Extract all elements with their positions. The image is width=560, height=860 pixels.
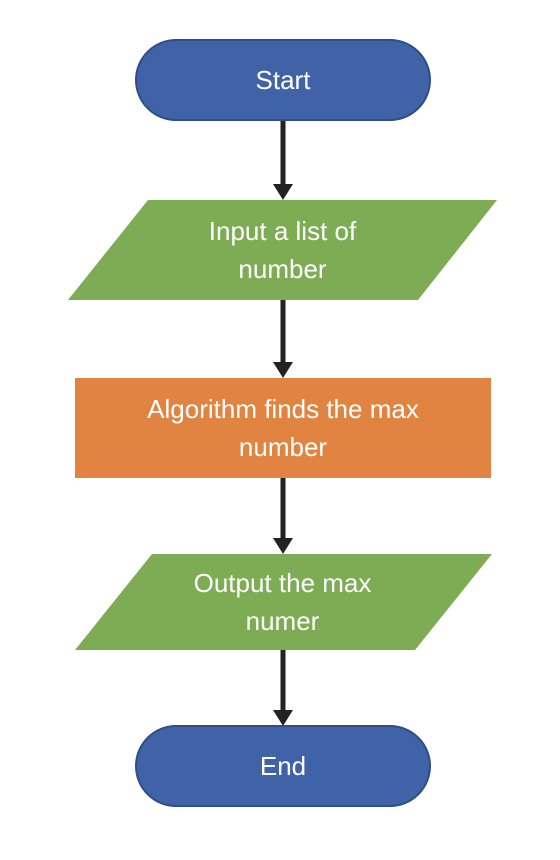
connector-process-to-output: [273, 478, 293, 554]
connector-start-to-input: [273, 120, 293, 200]
input-io-shape: [68, 200, 497, 300]
output-io-shape: [75, 554, 492, 650]
start-terminal-shape: [135, 39, 431, 121]
process-shape: [75, 378, 491, 478]
end-terminal-shape: [135, 725, 431, 807]
connector-output-to-end: [273, 650, 293, 726]
connector-input-to-process: [273, 300, 293, 378]
